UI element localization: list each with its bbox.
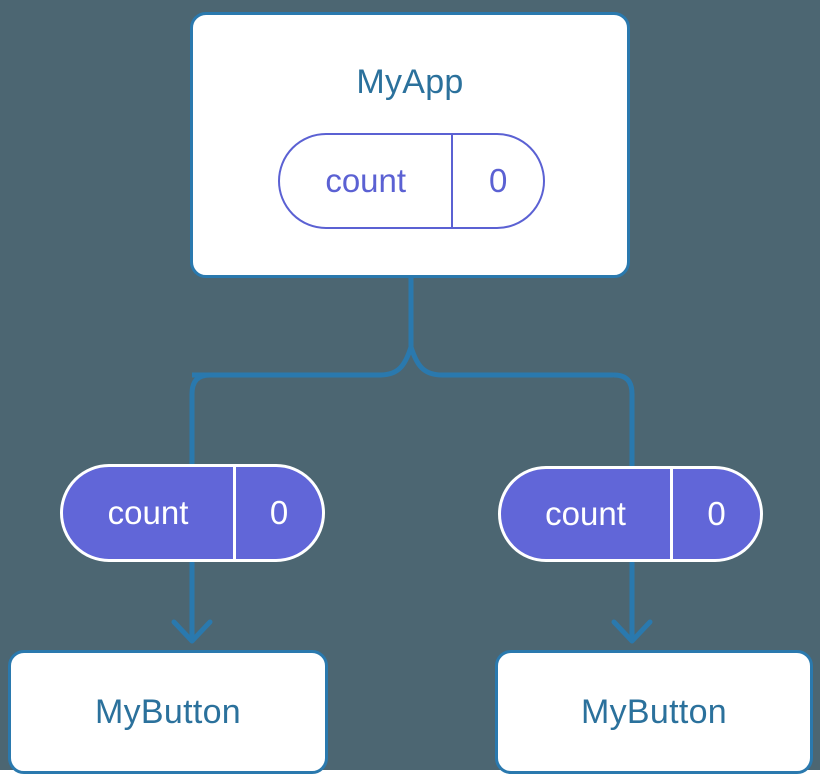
branch-left — [189, 372, 213, 469]
split-rail — [192, 344, 613, 378]
prop-pill-count-right[interactable]: count 0 — [498, 466, 763, 562]
state-pill-count-myapp[interactable]: count 0 — [278, 133, 545, 229]
component-title-mybutton-right: MyButton — [580, 692, 728, 731]
component-box-myapp[interactable]: MyApp — [190, 12, 630, 278]
state-pill-key: count — [325, 162, 407, 199]
component-box-mybutton-left[interactable]: MyButton — [8, 650, 328, 774]
component-title-myapp: MyApp — [356, 63, 464, 101]
prop-pill-value: 0 — [670, 469, 760, 559]
arrow-head-right — [611, 619, 653, 644]
prop-pill-count-left[interactable]: count 0 — [60, 464, 325, 562]
state-pill-value: 0 — [451, 135, 543, 227]
prop-pill-key: count — [107, 494, 189, 531]
branch-right — [611, 372, 635, 471]
arrow-head-left — [171, 619, 213, 644]
component-box-mybutton-right[interactable]: MyButton — [495, 650, 813, 774]
component-title-mybutton-left: MyButton — [94, 692, 242, 731]
prop-pill-key: count — [545, 495, 626, 532]
prop-pill-value: 0 — [233, 467, 322, 559]
